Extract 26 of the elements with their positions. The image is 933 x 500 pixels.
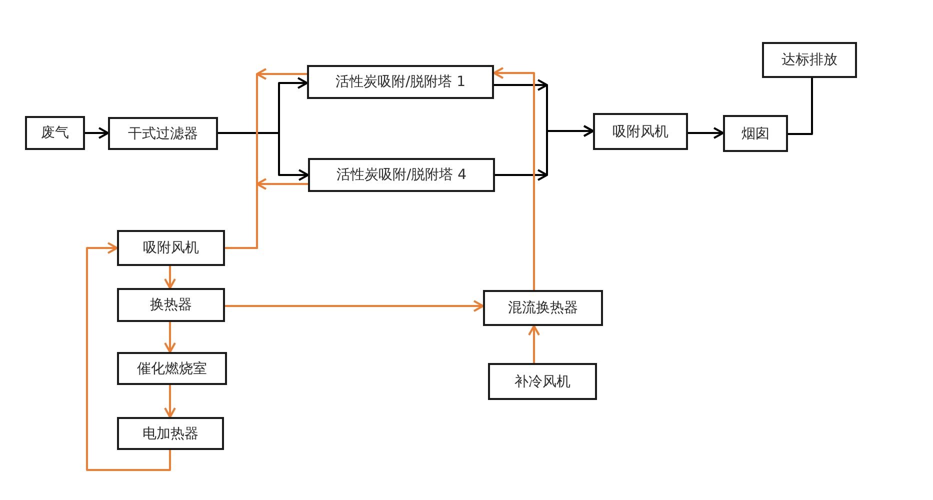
process-box: 废气 [25, 116, 85, 150]
arrow [494, 125, 594, 181]
process-box: 烟囱 [723, 115, 788, 152]
process-box: 干式过滤器 [108, 117, 218, 150]
process-box: 催化燃烧室 [117, 352, 227, 385]
connector-line [788, 78, 813, 135]
process-box: 电加热器 [117, 417, 224, 450]
arrow [224, 178, 309, 249]
arrow [217, 132, 309, 181]
arrow [84, 127, 109, 139]
arrow [164, 384, 176, 418]
arrow [528, 325, 540, 364]
arrow [224, 300, 484, 312]
process-box: 混流换热器 [483, 290, 603, 326]
arrow [164, 265, 176, 289]
arrow [86, 242, 171, 471]
arrow [164, 321, 176, 353]
arrow [493, 67, 535, 291]
process-box: 换热器 [117, 288, 225, 322]
process-box: 吸附风机 [117, 230, 225, 266]
process-box: 活性炭吸附/脱附塔 4 [308, 158, 495, 192]
process-box: 吸附风机 [593, 113, 688, 150]
process-box: 补冷风机 [488, 363, 597, 400]
process-box: 活性炭吸附/脱附塔 1 [307, 65, 494, 99]
process-box: 达标排放 [762, 42, 857, 78]
arrow [687, 127, 724, 139]
